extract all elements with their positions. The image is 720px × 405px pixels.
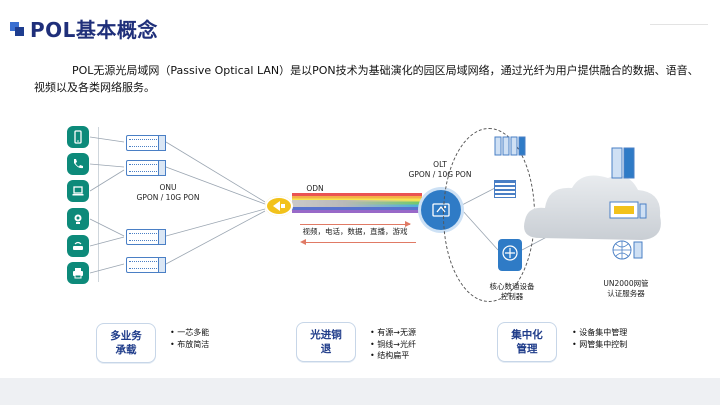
splitter-icon — [265, 196, 293, 216]
odn-label: ODN — [306, 184, 324, 193]
olt-label: OLT GPON / 10G PON — [400, 160, 480, 180]
bullet-item: 有源→无源 — [370, 327, 416, 339]
footer-bar — [0, 378, 720, 405]
slide-title: POL基本概念 — [10, 14, 158, 43]
core-switch-icon — [498, 239, 522, 271]
title-logo-icon — [10, 21, 24, 36]
feature-title-line2: 管理 — [516, 343, 538, 355]
upstream-arrow — [306, 242, 416, 243]
onu-device — [126, 160, 166, 176]
arrow-head-left-icon — [300, 239, 306, 245]
feature-card-fiber: 光进铜退 — [296, 322, 356, 362]
terminal-bracket — [98, 127, 105, 282]
nms-label: UN2000网管 认证服务器 — [586, 279, 666, 299]
bullet-item: 布放简洁 — [170, 339, 209, 351]
feature-bullets-multiservice: 一芯多能 布放简洁 — [170, 327, 209, 350]
bullet-item: 一芯多能 — [170, 327, 209, 339]
onu-device — [126, 135, 166, 151]
monitor-icon — [609, 201, 647, 219]
nms-label-line2: 认证服务器 — [607, 289, 645, 298]
intro-paragraph: POL无源光局域网（Passive Optical LAN）是以PON技术为基础… — [34, 64, 699, 94]
cloud-icon — [524, 175, 661, 240]
watermark-line — [650, 14, 708, 25]
bullet-item: 设备集中管理 — [572, 327, 627, 339]
bullet-item: 铜线→光纤 — [370, 339, 416, 351]
onu-label: ONU GPON / 10G PON — [128, 183, 208, 203]
nms-label-line1: UN2000网管 — [603, 279, 649, 288]
laptop-icon — [67, 180, 89, 202]
core-label-line2: 控制器 — [500, 292, 524, 301]
core-label: 核心数通设备 控制器 — [472, 282, 552, 302]
feature-card-management: 集中化管理 — [497, 322, 557, 362]
feature-card-multiservice: 多业务承载 — [96, 323, 156, 363]
feature-title-line2: 退 — [320, 343, 332, 355]
mobile-phone-icon — [67, 126, 89, 148]
globe-server-icon — [612, 240, 643, 260]
server-tower-icon — [611, 147, 635, 179]
feature-title-line1: 集中化 — [511, 329, 543, 341]
printer-icon — [67, 262, 89, 284]
olt-label-line2: GPON / 10G PON — [408, 170, 472, 179]
camera-icon — [67, 208, 89, 230]
feature-bullets-fiber: 有源→无源 铜线→光纤 结构扁平 — [370, 327, 416, 362]
page-title: POL基本概念 — [30, 18, 158, 42]
server-rack-icon — [494, 136, 526, 156]
downstream-arrow — [300, 224, 410, 225]
onu-label-line2: GPON / 10G PON — [136, 193, 200, 202]
feature-bullets-management: 设备集中管理 网管集中控制 — [572, 327, 627, 350]
onu-device — [126, 257, 166, 273]
telephone-icon — [67, 153, 89, 175]
feature-title-line1: 多业务 — [110, 330, 142, 342]
feature-title-line1: 光进铜 — [310, 329, 342, 341]
onu-device — [126, 229, 166, 245]
onu-label-line1: ONU — [159, 183, 177, 192]
services-label: 视频，电话，数据，直播，游戏 — [302, 227, 408, 236]
bullet-item: 网管集中控制 — [572, 339, 627, 351]
firewall-icon — [494, 180, 516, 198]
fiber-sheath — [292, 200, 422, 207]
core-label-line1: 核心数通设备 — [489, 282, 535, 291]
bullet-item: 结构扁平 — [370, 350, 416, 362]
router-icon — [67, 235, 89, 257]
arrow-head-right-icon — [405, 221, 411, 227]
olt-label-line1: OLT — [433, 160, 447, 169]
feature-title-line2: 承载 — [115, 344, 137, 356]
